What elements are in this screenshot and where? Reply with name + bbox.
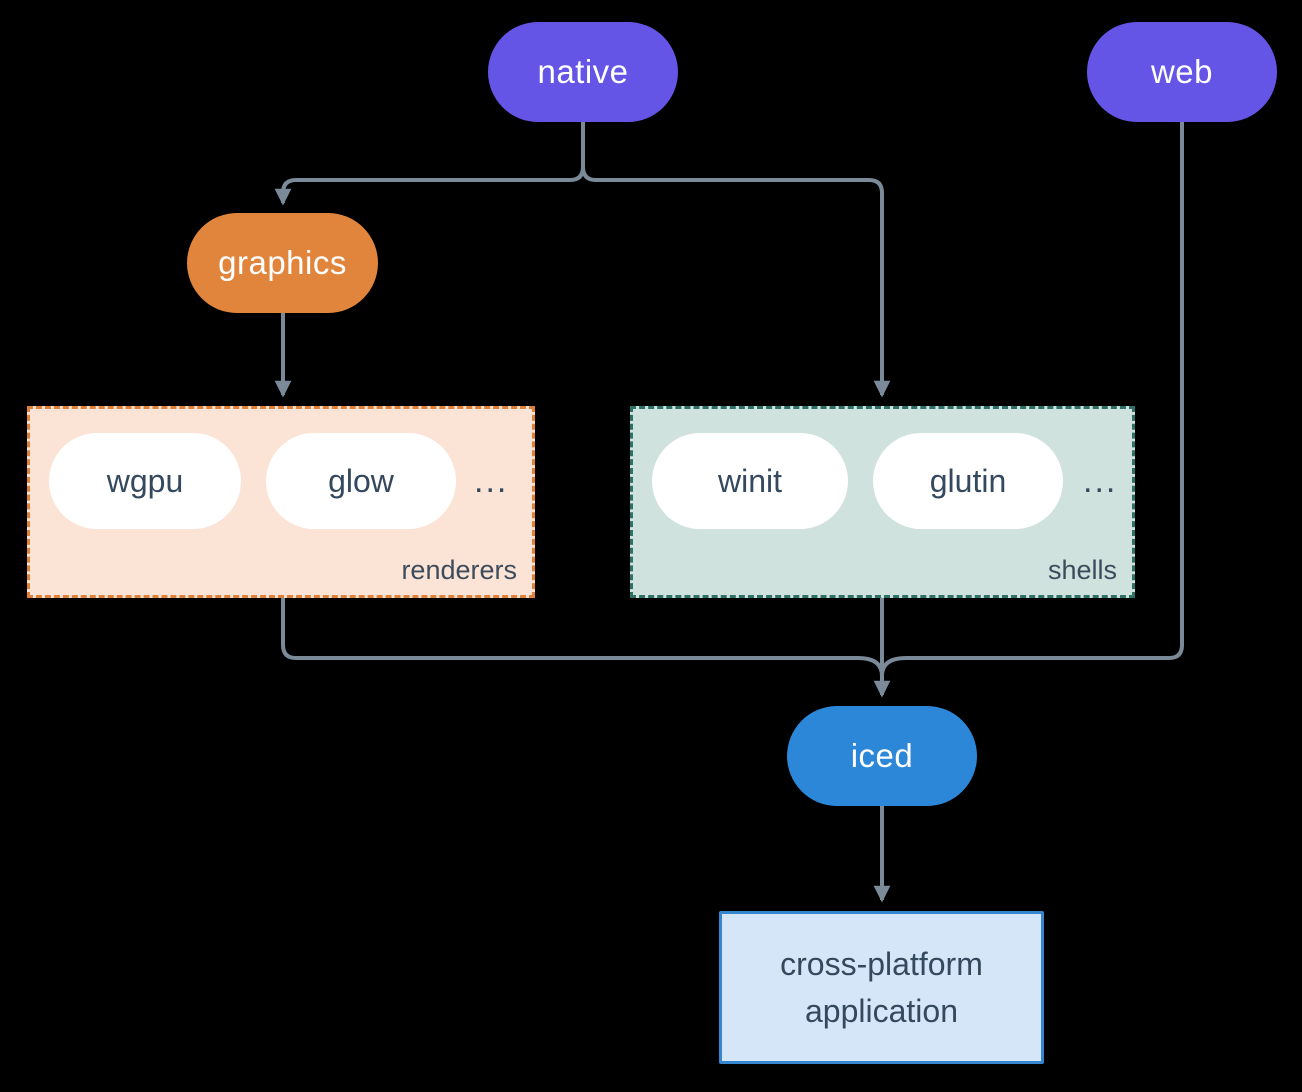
node-glow-label: glow [328,462,394,499]
node-glutin-label: glutin [929,462,1007,499]
node-winit[interactable]: winit [652,433,848,529]
node-web-label: web [1150,53,1214,90]
node-native[interactable]: native [488,22,678,122]
node-graphics[interactable]: graphics [187,213,378,313]
renderers-ellipsis: ... [474,461,509,500]
node-web[interactable]: web [1087,22,1277,122]
application-label-line2: application [805,992,958,1029]
node-wgpu[interactable]: wgpu [49,433,241,529]
node-cross-platform-application[interactable]: cross-platform application [719,911,1044,1064]
node-native-label: native [537,53,629,90]
renderers-group-label: renderers [401,555,517,585]
node-graphics-label: graphics [218,244,347,281]
edge-web-merge [880,122,1184,677]
shells-ellipsis: ... [1083,461,1118,500]
node-glow[interactable]: glow [266,433,456,529]
application-label-line1: cross-platform [780,945,983,982]
node-iced[interactable]: iced [787,706,977,806]
node-glutin[interactable]: glutin [873,433,1063,529]
shells-group-label: shells [1047,555,1117,585]
edge-native-shells [581,122,891,398]
edge-renderers-merge [281,598,884,677]
node-iced-label: iced [850,737,914,774]
edge-native-graphics [274,122,585,206]
node-wgpu-label: wgpu [106,462,184,499]
group-renderers: wgpu glow ... renderers [27,406,535,598]
node-winit-label: winit [717,462,782,499]
group-shells: winit glutin ... shells [630,406,1135,598]
